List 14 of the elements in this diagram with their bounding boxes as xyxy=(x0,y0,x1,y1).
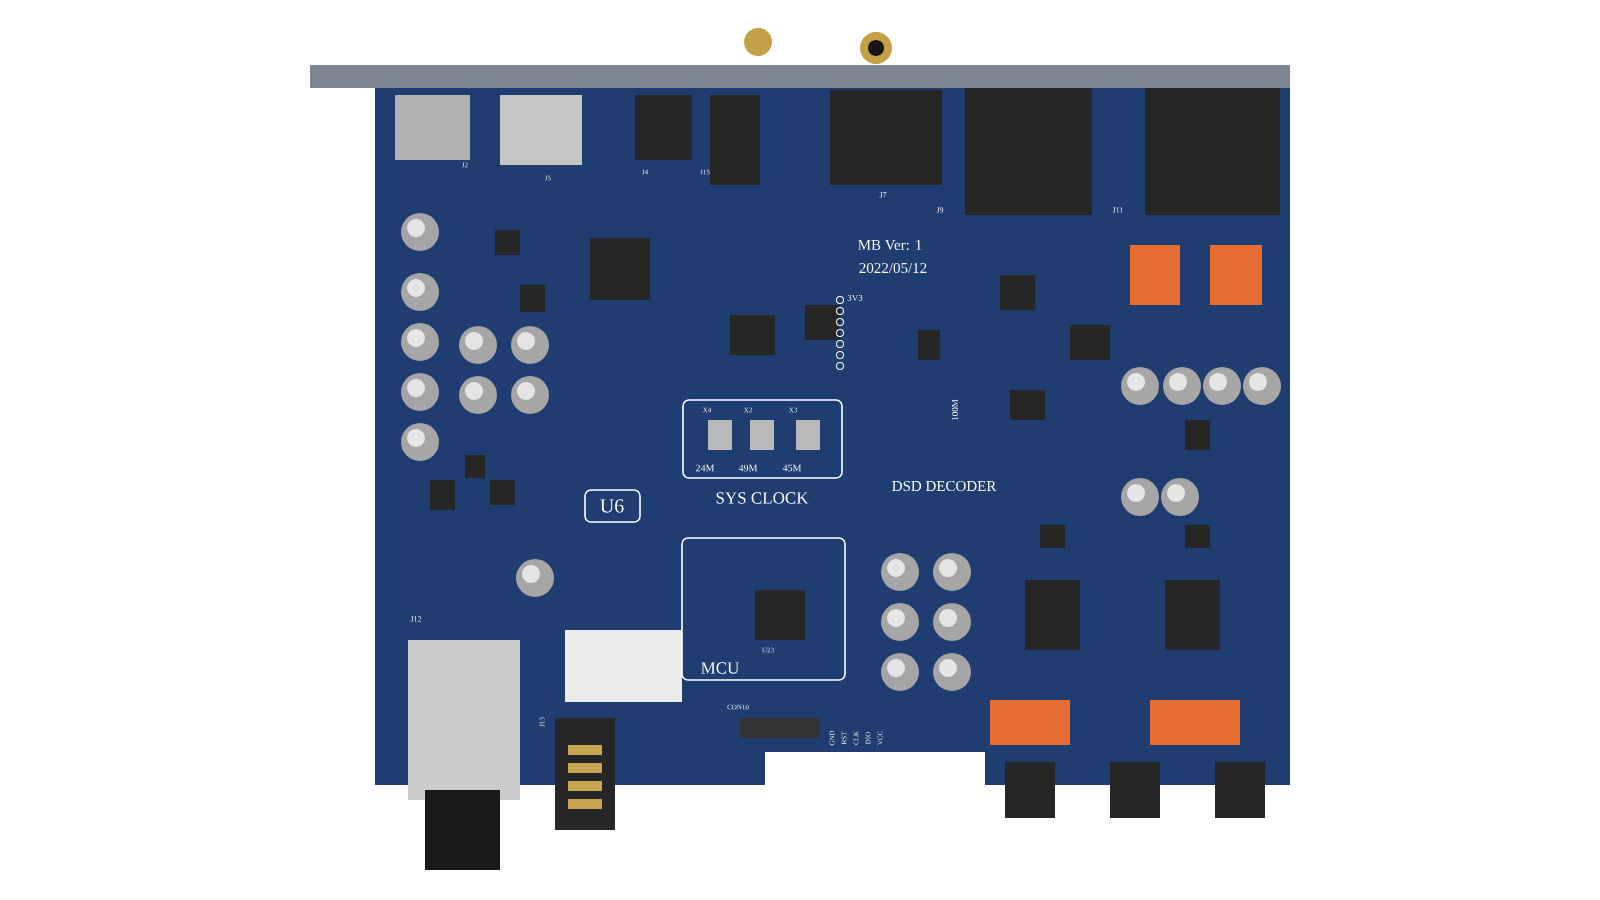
silkscreen-label: 100M xyxy=(951,399,959,420)
silkscreen-label: 24M xyxy=(696,464,715,472)
node-label: SYS CLOCK xyxy=(716,492,809,504)
silkscreen-label: J12 xyxy=(410,616,422,622)
silkscreen-label: J9 xyxy=(936,207,944,213)
silkscreen-label: J11 xyxy=(1112,207,1123,213)
silkscreen-label: DSD DECODER xyxy=(892,480,997,492)
silkscreen-label: MB Ver: 1 xyxy=(858,239,922,251)
silkscreen-label: 49M xyxy=(738,464,758,472)
silkscreen-label: 45M xyxy=(782,464,802,472)
silkscreen-label: 3V3 xyxy=(847,294,863,302)
silkscreen-label: 2022/05/12 xyxy=(859,262,927,274)
chip-label-box: U6 xyxy=(584,489,641,523)
silkscreen-label: J7 xyxy=(879,192,887,198)
